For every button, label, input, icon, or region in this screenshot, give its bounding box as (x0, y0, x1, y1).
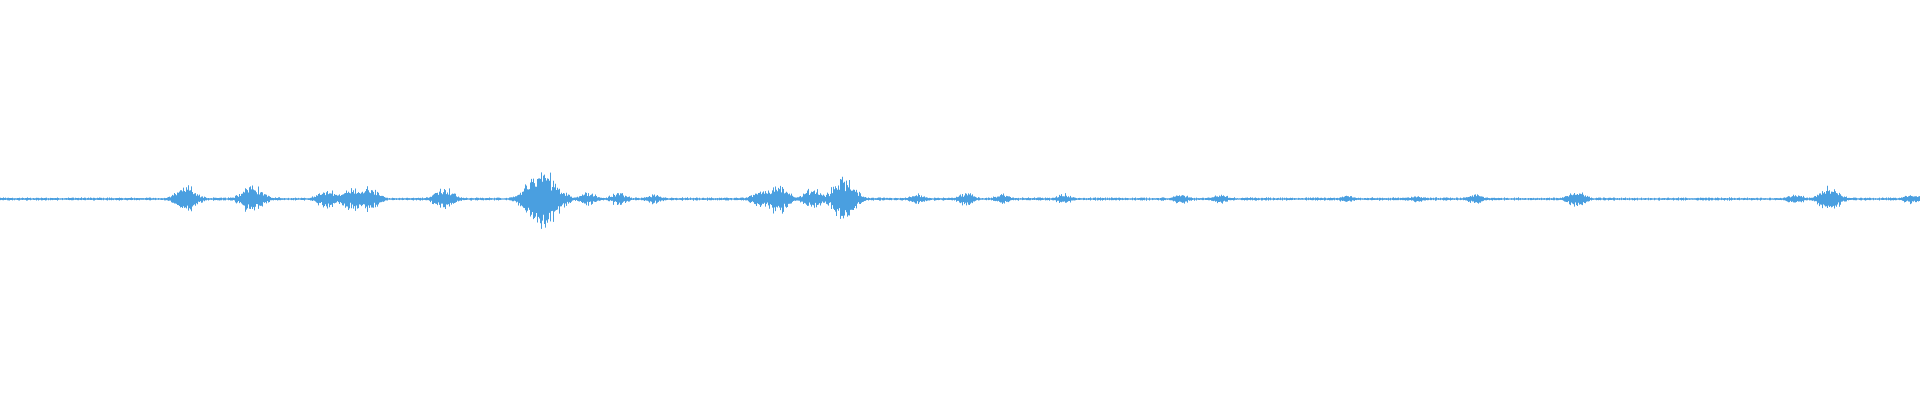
waveform-trace (0, 172, 1920, 229)
waveform-amplitude-path (0, 172, 1920, 229)
